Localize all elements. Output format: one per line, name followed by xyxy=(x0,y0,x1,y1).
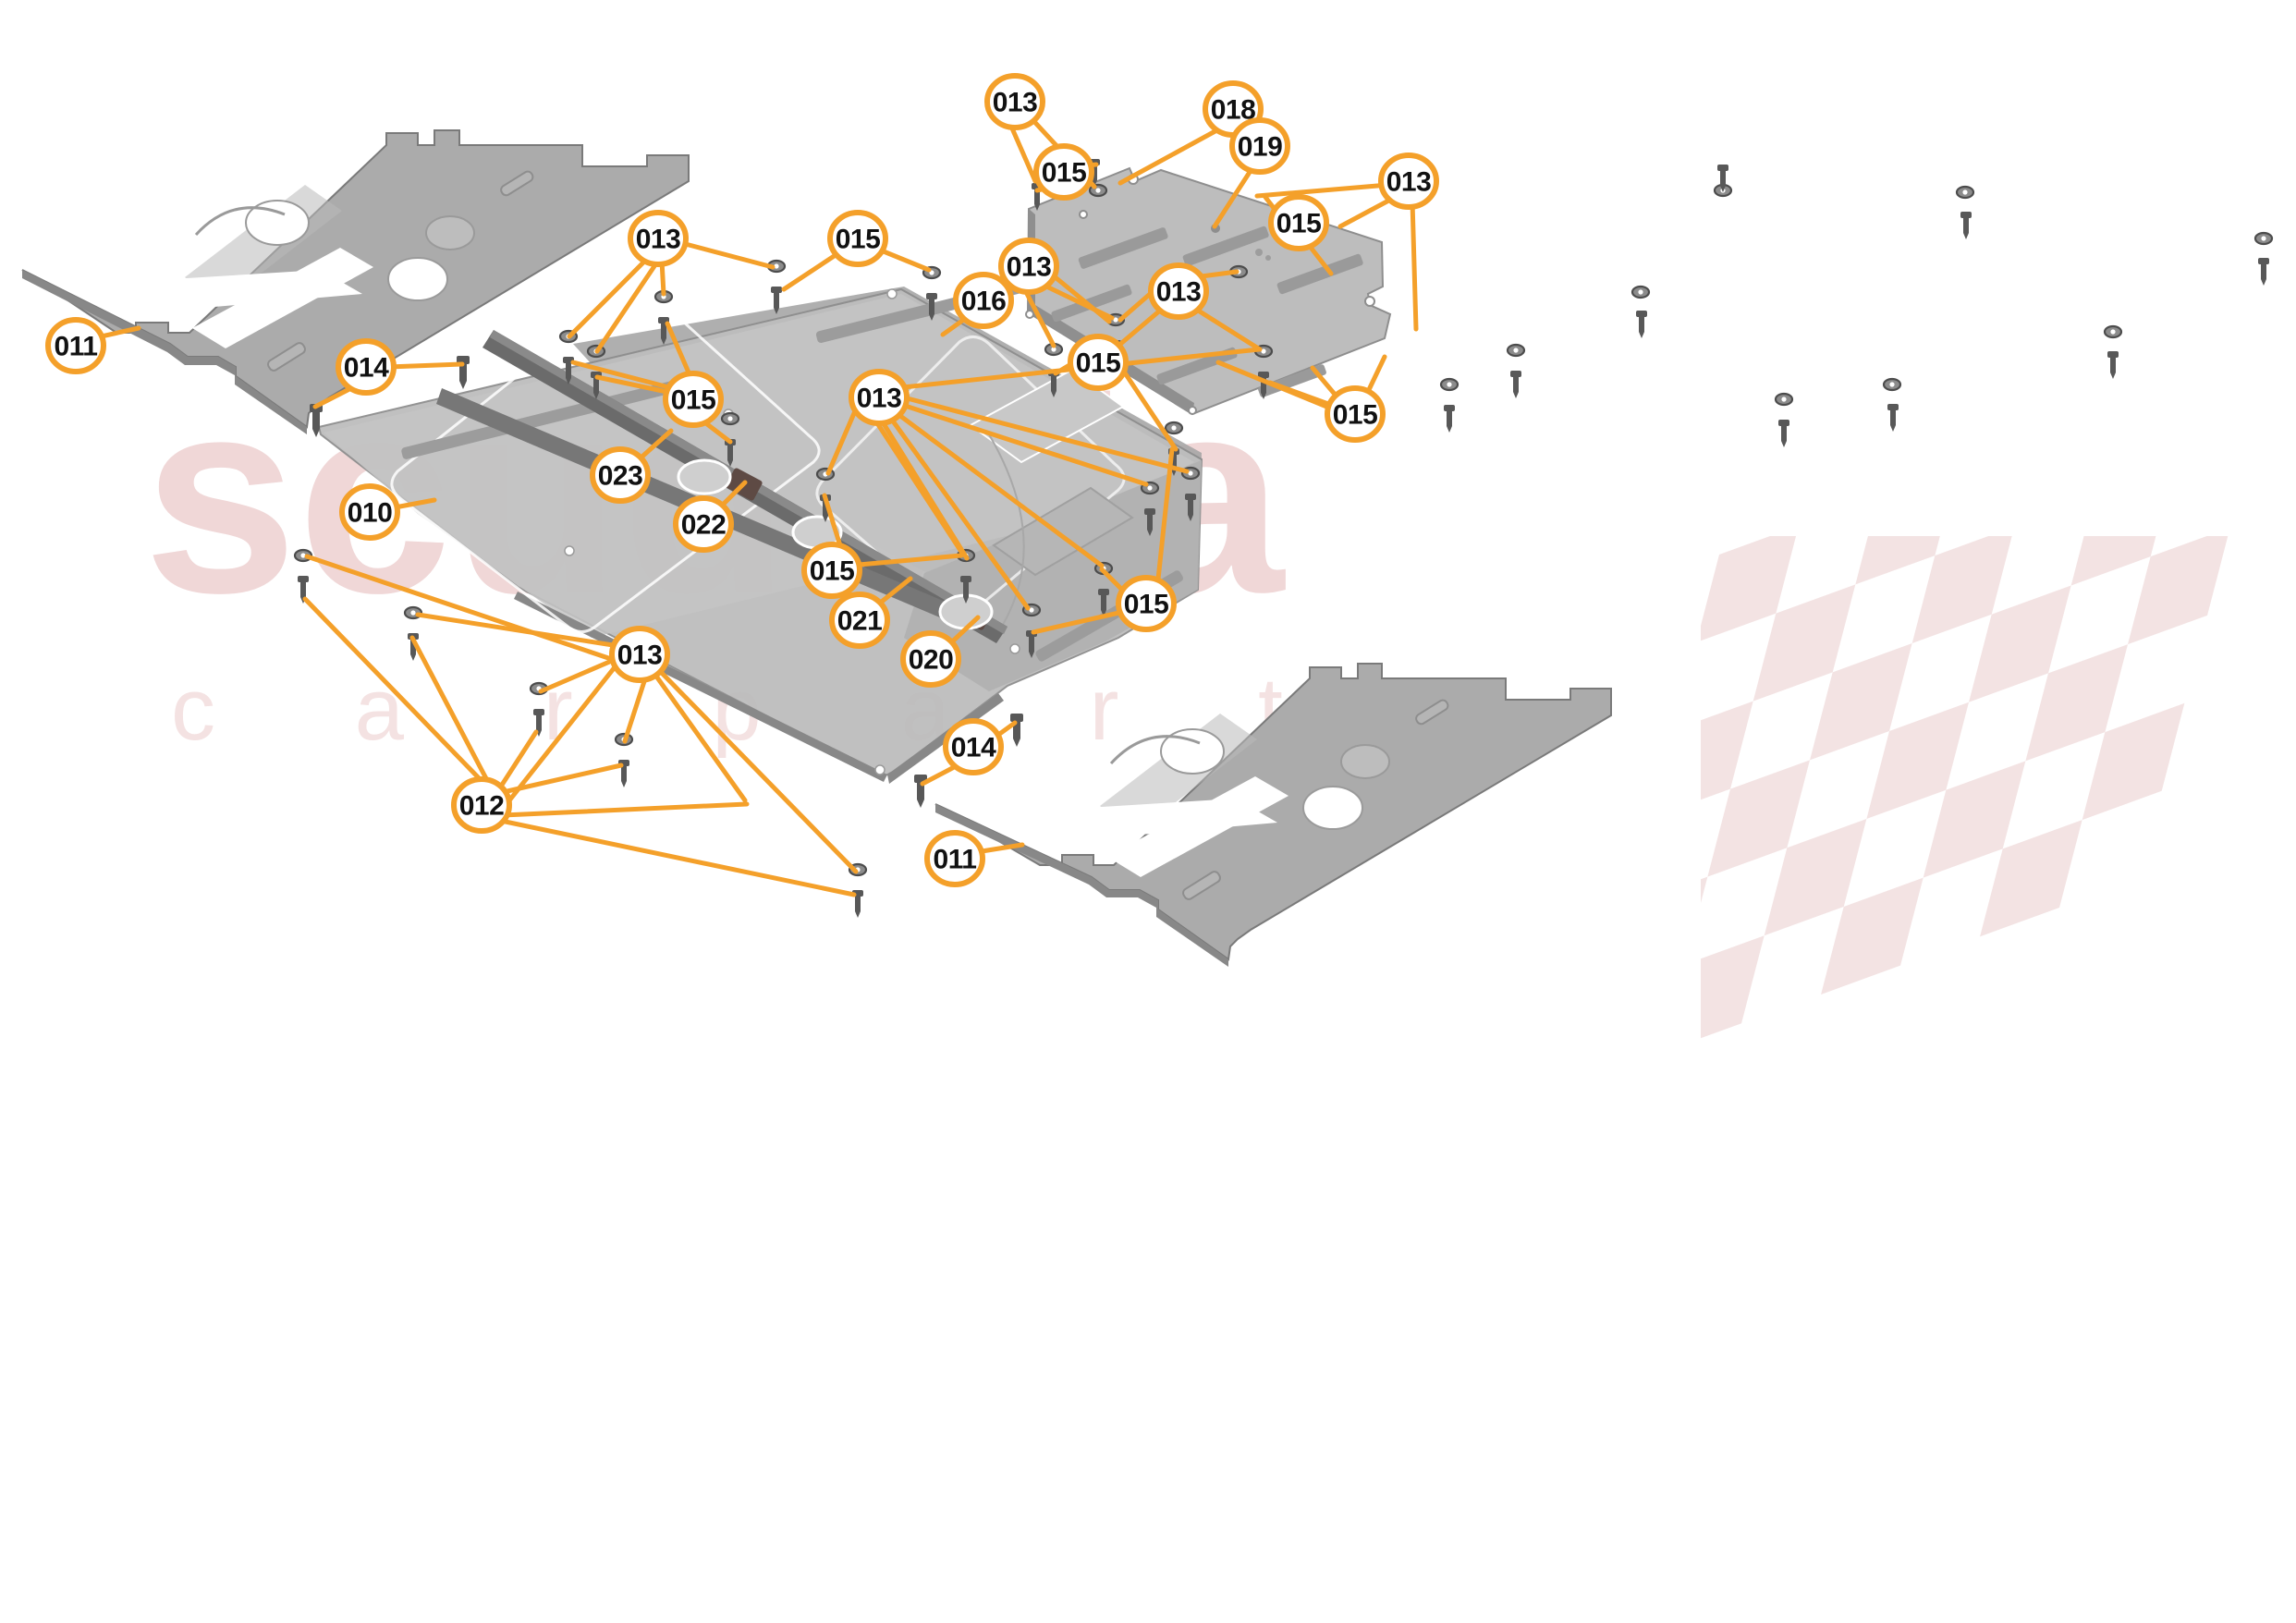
callout-label: 012 xyxy=(459,791,505,822)
callout-012[interactable]: 012 xyxy=(451,776,512,834)
callout-label: 022 xyxy=(681,510,727,541)
callout-010[interactable]: 010 xyxy=(339,483,400,541)
callout-label: 023 xyxy=(598,461,643,492)
callout-013-g[interactable]: 013 xyxy=(609,626,670,683)
callout-015-g[interactable]: 015 xyxy=(801,542,862,599)
callout-label: 014 xyxy=(951,733,996,763)
callout-019[interactable]: 019 xyxy=(1229,117,1290,175)
callout-label: 015 xyxy=(836,225,881,255)
part-021-floor-reinforcement xyxy=(677,458,843,550)
callout-015-d[interactable]: 015 xyxy=(1033,143,1094,201)
callout-013-e[interactable]: 013 xyxy=(984,73,1045,130)
callout-label: 015 xyxy=(1076,348,1121,379)
callout-label: 010 xyxy=(348,498,393,529)
callout-013-c[interactable]: 013 xyxy=(1148,262,1209,320)
callout-011-right[interactable]: 011 xyxy=(924,830,985,887)
checkered-flag-watermark xyxy=(1701,536,2230,1053)
callout-label: 013 xyxy=(857,384,902,414)
callout-label: 013 xyxy=(1156,277,1202,308)
callout-016[interactable]: 016 xyxy=(953,272,1014,329)
screw-icon xyxy=(298,159,2269,918)
callout-label: 015 xyxy=(671,385,716,416)
callout-015-c[interactable]: 015 xyxy=(1068,334,1129,391)
callout-015-a[interactable]: 015 xyxy=(827,210,888,267)
callout-label: 015 xyxy=(1333,400,1378,431)
callout-023[interactable]: 023 xyxy=(590,446,651,504)
callout-label: 011 xyxy=(934,845,977,875)
callout-label: 015 xyxy=(810,556,855,587)
callout-015-b[interactable]: 015 xyxy=(663,371,724,428)
callout-014-a[interactable]: 014 xyxy=(336,338,397,396)
callout-label: 013 xyxy=(1007,252,1052,283)
callout-018[interactable]: 018 xyxy=(1203,80,1264,138)
callout-020[interactable]: 020 xyxy=(900,630,961,688)
part-011-right-carpet xyxy=(934,663,1612,967)
callout-label: 013 xyxy=(617,641,663,671)
callout-label: 013 xyxy=(1386,167,1432,198)
callout-label: 019 xyxy=(1238,132,1283,163)
callout-label: 014 xyxy=(344,353,389,384)
callout-label: 020 xyxy=(909,645,954,676)
callout-015-h[interactable]: 015 xyxy=(1116,575,1177,632)
callout-014-b[interactable]: 014 xyxy=(943,718,1004,775)
callout-label: 013 xyxy=(636,225,681,255)
callout-label: 013 xyxy=(993,88,1038,118)
callout-021[interactable]: 021 xyxy=(829,592,890,649)
callout-013-f[interactable]: 013 xyxy=(1378,153,1439,210)
callout-label: 011 xyxy=(55,332,98,362)
callout-label: 015 xyxy=(1124,590,1169,620)
callout-013-b[interactable]: 013 xyxy=(998,238,1059,295)
callout-layer: 011 014 013 015 015 013 016 013 xyxy=(45,73,1439,887)
callout-013-d[interactable]: 013 xyxy=(849,369,910,426)
callout-013-a[interactable]: 013 xyxy=(628,210,689,267)
callout-022[interactable]: 022 xyxy=(673,495,734,553)
callout-015-f[interactable]: 015 xyxy=(1325,385,1386,443)
callout-011-left[interactable]: 011 xyxy=(45,317,106,374)
callout-label: 015 xyxy=(1042,158,1087,189)
callout-015-e[interactable]: 015 xyxy=(1268,194,1329,251)
callout-label: 021 xyxy=(837,606,883,637)
part-011-left-carpet xyxy=(21,129,690,434)
callout-label: 015 xyxy=(1276,209,1322,239)
callout-label: 016 xyxy=(961,287,1007,317)
